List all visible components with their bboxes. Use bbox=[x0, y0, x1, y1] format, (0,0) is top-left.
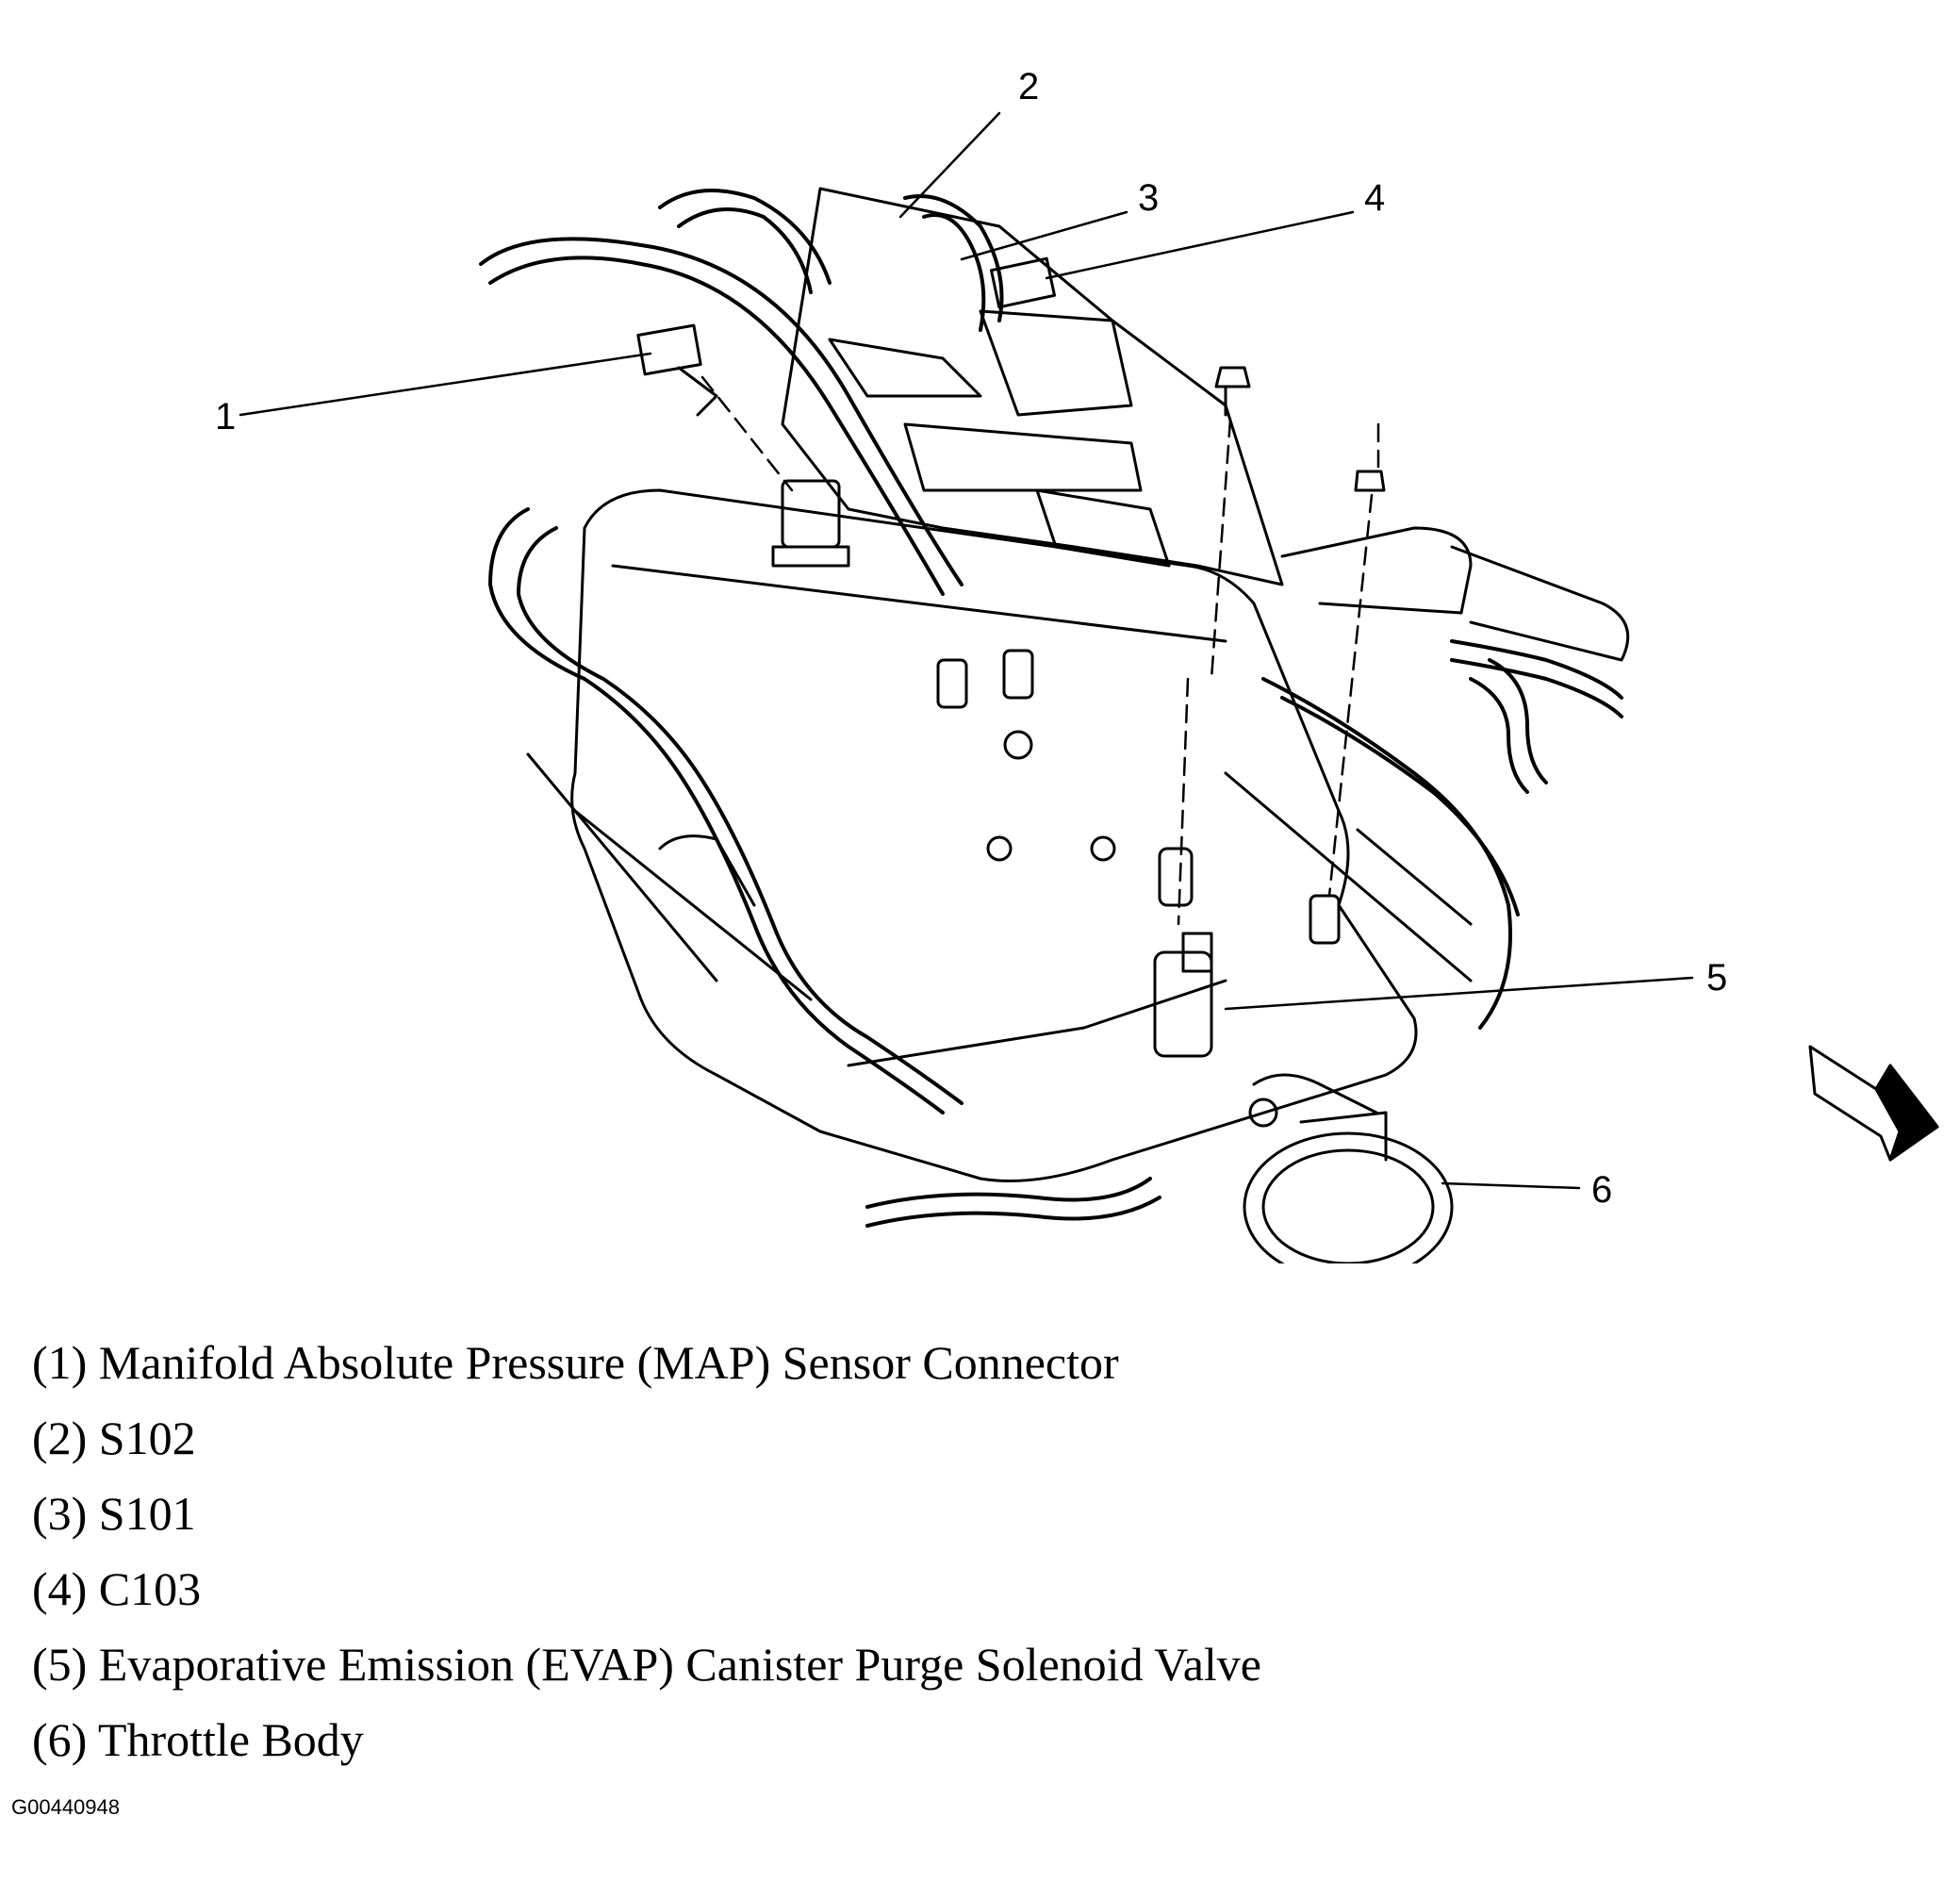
callout-1: 1 bbox=[215, 396, 237, 437]
installation-guide-lines bbox=[700, 375, 1380, 926]
engine-component-diagram bbox=[239, 111, 1939, 1263]
upper-intake-plenum bbox=[781, 187, 1630, 662]
legend-item-s101: (3) S101 bbox=[32, 1487, 196, 1540]
map-sensor bbox=[771, 479, 850, 568]
callout-2: 2 bbox=[1018, 66, 1040, 107]
orientation-arrow-icon bbox=[1808, 1045, 1939, 1162]
callout-4: 4 bbox=[1364, 177, 1386, 219]
throttle-body bbox=[1243, 1073, 1454, 1263]
legend-item-s102: (2) S102 bbox=[32, 1412, 196, 1464]
map-sensor-connector bbox=[636, 323, 718, 417]
legend-item-evap-solenoid: (5) Evaporative Emission (EVAP) Canister… bbox=[32, 1638, 1262, 1691]
fasteners bbox=[936, 366, 1386, 945]
callout-5: 5 bbox=[1706, 957, 1728, 999]
callout-3: 3 bbox=[1138, 177, 1160, 219]
intake-manifold bbox=[526, 488, 1473, 1182]
legend-item-throttle-body: (6) Throttle Body bbox=[32, 1713, 364, 1766]
callout-leader-lines bbox=[239, 111, 1694, 1190]
figure-id: G00440948 bbox=[11, 1795, 120, 1819]
legend-item-map-sensor-connector: (1) Manifold Absolute Pressure (MAP) Sen… bbox=[32, 1336, 1119, 1389]
evap-purge-solenoid bbox=[1153, 932, 1213, 1058]
legend-item-c103: (4) C103 bbox=[32, 1562, 202, 1615]
callout-6: 6 bbox=[1591, 1169, 1613, 1211]
wiring-harness bbox=[479, 189, 1623, 1228]
component-legend: (1) Manifold Absolute Pressure (MAP) Sen… bbox=[32, 1325, 1261, 1777]
